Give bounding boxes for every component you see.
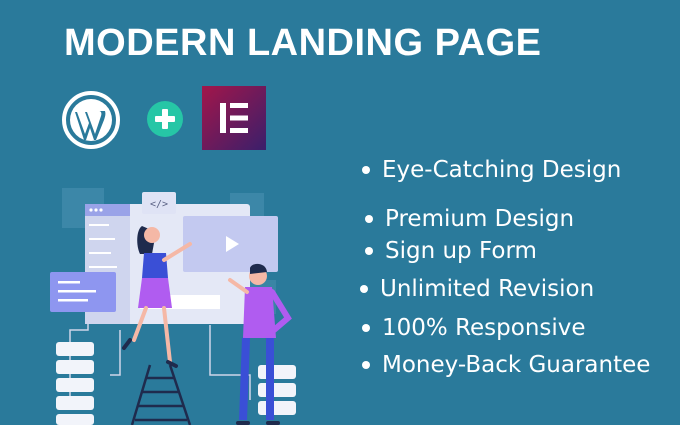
feature-item: Money-Back Guarantee <box>362 352 650 378</box>
server-stack-left <box>56 342 94 425</box>
woman-figure <box>122 226 192 368</box>
man-figure <box>228 263 292 425</box>
plus-icon <box>147 101 183 137</box>
code-tag-box <box>142 192 176 214</box>
feature-label: Premium Design <box>385 206 575 232</box>
feature-label: 100% Responsive <box>382 315 586 341</box>
bullet-icon <box>362 361 370 369</box>
feature-item: 100% Responsive <box>362 315 586 341</box>
play-icon <box>226 236 239 252</box>
bullet-icon <box>362 166 370 174</box>
bullet-icon <box>365 247 373 255</box>
feature-label: Unlimited Revision <box>380 276 595 302</box>
feature-item: Sign up Form <box>365 238 537 264</box>
bullet-icon <box>362 324 370 332</box>
logo-row <box>0 0 680 160</box>
feature-item: Eye-Catching Design <box>362 157 621 183</box>
bullet-icon <box>360 285 368 293</box>
feature-label: Eye-Catching Design <box>382 157 622 183</box>
page-title: MODERN LANDING PAGE <box>64 22 542 64</box>
feature-label: Sign up Form <box>385 238 537 264</box>
feature-label: Money-Back Guarantee <box>382 352 651 378</box>
code-tag-text: </> <box>150 199 168 210</box>
elementor-icon <box>202 86 266 150</box>
landing-illustration: </> <box>50 188 296 425</box>
feature-item: Premium Design <box>365 206 574 232</box>
wordpress-icon <box>62 91 120 149</box>
server-stack-right <box>258 365 296 415</box>
feature-item: Unlimited Revision <box>360 276 594 302</box>
bullet-icon <box>365 215 373 223</box>
ladder <box>130 364 192 425</box>
